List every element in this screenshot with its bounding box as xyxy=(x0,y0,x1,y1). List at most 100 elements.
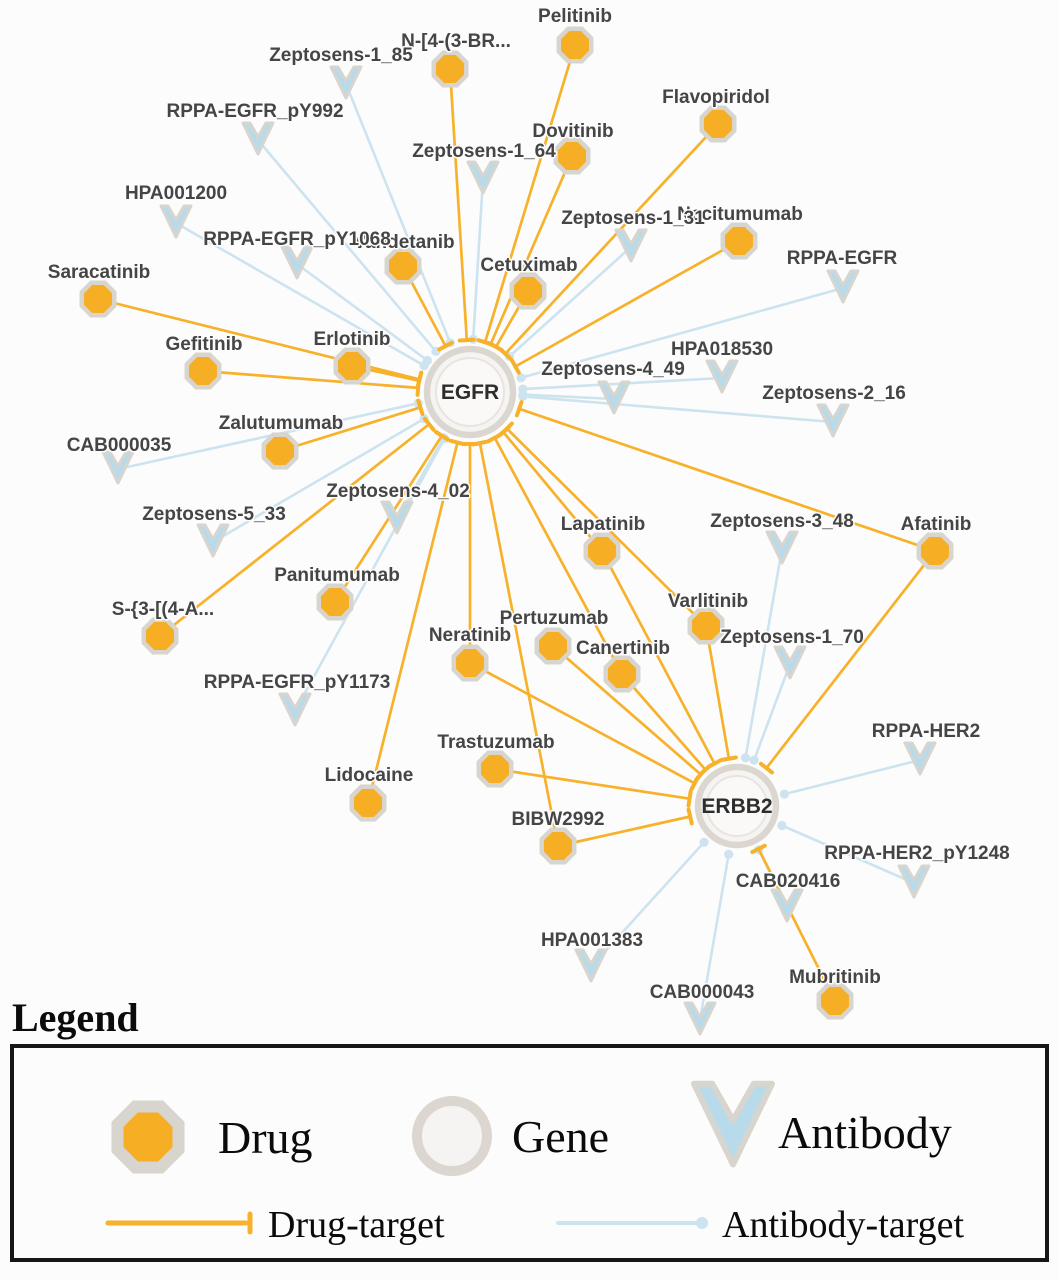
antibody-node-zeptosens-4-02[interactable] xyxy=(380,500,414,535)
antibody-node-zeptosens-1-31[interactable] xyxy=(614,228,648,263)
gene-node-erbb2[interactable]: ERBB2 xyxy=(694,763,780,849)
drug-node-lapatinib[interactable] xyxy=(583,532,621,570)
drug-edge-tee xyxy=(422,416,436,432)
antibody-node-rppa-her2-py1248[interactable] xyxy=(897,864,931,899)
antibody-node-zeptosens-3-48[interactable] xyxy=(765,530,799,565)
drug-node-label: Panitumumab xyxy=(274,565,400,586)
drug-node-cetuximab[interactable] xyxy=(509,272,547,310)
drug-node-pertuzumab[interactable] xyxy=(534,627,572,665)
drug-node-gefitinib[interactable] xyxy=(184,352,222,390)
antibody-node-rppa-egfr[interactable] xyxy=(826,269,860,304)
drug-octagon-icon xyxy=(539,827,577,865)
antibody-node-label: HPA001383 xyxy=(541,930,643,951)
antibody-node-rppa-egfr-py1068[interactable] xyxy=(280,245,314,280)
antibody-node-cab000043[interactable] xyxy=(683,1001,717,1036)
drug-edge-tee xyxy=(486,432,503,444)
antibody-edge-dot xyxy=(777,820,787,831)
drug-octagon-icon xyxy=(699,105,737,143)
drug-node-erlotinib[interactable] xyxy=(333,347,371,385)
drug-node-trastuzumab[interactable] xyxy=(476,750,514,788)
antibody-node-label: RPPA-EGFR xyxy=(787,248,898,269)
drug-octagon-icon xyxy=(184,352,222,390)
antibody-node-hpa001383[interactable] xyxy=(574,948,608,983)
drug-node-dovitinib[interactable] xyxy=(553,137,591,175)
antibody-edge-dot xyxy=(749,755,759,765)
drug-node-label: Zalutumumab xyxy=(219,413,344,434)
drug-node-label: Lapatinib xyxy=(561,514,645,535)
antibody-target-edge xyxy=(589,840,706,969)
drug-node-saracatinib[interactable] xyxy=(79,280,117,318)
antibody-node-cab000035[interactable] xyxy=(101,450,135,485)
antibody-chevron-icon xyxy=(278,692,312,727)
antibody-node-zeptosens-5-33[interactable] xyxy=(196,523,230,558)
antibody-target-edge xyxy=(521,395,835,424)
antibody-node-zeptosens-1-85[interactable] xyxy=(329,65,363,100)
drug-node-necitumumab[interactable] xyxy=(720,222,758,260)
antibody-node-zeptosens-4-49[interactable] xyxy=(597,380,631,415)
drug-target-edge xyxy=(513,239,741,368)
antibody-node-zeptosens-2-16[interactable] xyxy=(816,403,850,438)
drug-node-canertinib[interactable] xyxy=(603,655,641,693)
gene-inner xyxy=(706,775,768,837)
antibody-edge-dot xyxy=(724,849,734,859)
drug-node-varlitinib[interactable] xyxy=(687,607,725,645)
drug-octagon-icon xyxy=(333,347,371,385)
drug-node-label: BIBW2992 xyxy=(512,809,605,830)
drug-node-vandetanib[interactable] xyxy=(384,247,422,285)
drug-node-label: Canertinib xyxy=(576,638,670,659)
antibody-node-zeptosens-1-70[interactable] xyxy=(773,645,807,680)
drug-node-flavopiridol[interactable] xyxy=(699,105,737,143)
drug-node-mubritinib[interactable] xyxy=(816,982,854,1020)
antibody-node-cab020416[interactable] xyxy=(770,888,804,923)
drug-node-label: Gefitinib xyxy=(165,334,242,355)
drug-target-edge xyxy=(448,67,469,342)
drug-node-s-3-4-a[interactable] xyxy=(141,617,179,655)
drug-octagon-icon xyxy=(534,627,572,665)
drug-node-label: Varlitinib xyxy=(668,591,748,612)
antibody-node-rppa-egfr-py992[interactable] xyxy=(241,121,275,156)
antibody-node-rppa-her2[interactable] xyxy=(903,741,937,776)
drug-node-lidocaine[interactable] xyxy=(349,784,387,822)
drug-edge-tee xyxy=(758,761,774,775)
drug-edge-tee xyxy=(686,807,694,826)
antibody-chevron-icon xyxy=(770,888,804,923)
drug-node-neratinib[interactable] xyxy=(451,644,489,682)
antibody-target-edge xyxy=(293,437,446,713)
antibody-node-label: CAB000035 xyxy=(67,435,172,456)
drug-edge-tee xyxy=(750,843,767,854)
drug-octagon-icon xyxy=(603,655,641,693)
antibody-edge-dot xyxy=(422,355,432,366)
drug-node-pelitinib[interactable] xyxy=(556,26,594,64)
drug-node-n-4-3-br[interactable] xyxy=(431,50,469,88)
antibody-node-hpa001200[interactable] xyxy=(159,204,193,239)
antibody-chevron-icon xyxy=(329,65,363,100)
drug-target-edge xyxy=(551,644,703,776)
gene-node-egfr[interactable]: EGFR xyxy=(423,345,517,439)
drug-edge-tee xyxy=(434,430,450,442)
drug-node-zalutumumab[interactable] xyxy=(261,432,299,470)
antibody-chevron-icon xyxy=(574,948,608,983)
antibody-edge-dot xyxy=(740,753,751,763)
antibody-target-edge xyxy=(519,286,845,380)
edges-layer xyxy=(96,43,937,1022)
antibody-chevron-icon xyxy=(466,160,500,195)
drug-target-edge xyxy=(493,436,624,676)
drug-target-edge xyxy=(493,767,691,801)
drug-node-afatinib[interactable] xyxy=(916,532,954,570)
drug-edge-tee xyxy=(415,372,423,390)
drug-node-panitumumab[interactable] xyxy=(316,583,354,621)
antibody-node-rppa-egfr-py1173[interactable] xyxy=(278,692,312,727)
antibody-chevron-icon xyxy=(597,380,631,415)
antibody-node-zeptosens-1-64[interactable] xyxy=(466,160,500,195)
antibody-node-hpa018530[interactable] xyxy=(705,359,739,394)
antibody-chevron-icon xyxy=(280,245,314,280)
drug-node-bibw2992[interactable] xyxy=(539,827,577,865)
gene-label: EGFR xyxy=(441,381,499,404)
drug-octagon-icon xyxy=(556,26,594,64)
drug-edge-tee xyxy=(514,400,524,418)
drug-octagon-icon xyxy=(111,1100,185,1174)
drug-target-edge xyxy=(517,407,937,553)
antibody-chevron-icon xyxy=(773,645,807,680)
drug-edge-tee xyxy=(448,438,467,447)
